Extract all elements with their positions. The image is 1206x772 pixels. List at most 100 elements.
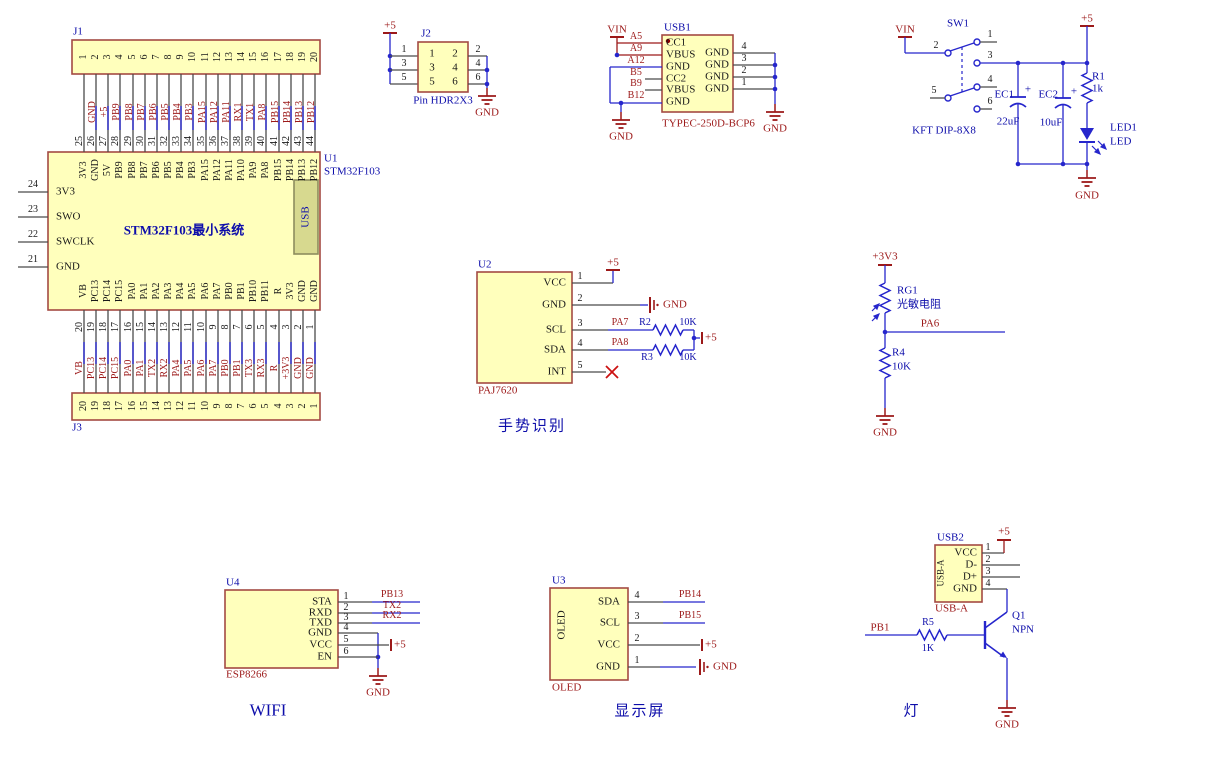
switch-contact[interactable] <box>973 38 981 46</box>
power-net-label: VIN <box>607 23 627 36</box>
ic-U3-OLED[interactable] <box>549 587 629 681</box>
u1-pin-number: 29 <box>123 136 134 146</box>
resistor-R5[interactable] <box>916 628 948 642</box>
part-U1: STM32F103 <box>324 165 381 178</box>
capacitor-EC1[interactable] <box>1009 102 1027 108</box>
u1-pin-number: 12 <box>171 322 182 332</box>
u1-pin-name: PB9 <box>114 161 125 179</box>
u1-pin-number: 1 <box>305 324 316 330</box>
gnd-label: GND <box>663 298 687 311</box>
refdes-RG1: RG1 <box>897 284 918 297</box>
resistor-R1[interactable] <box>1080 72 1094 104</box>
u1-pin-number: 13 <box>159 322 170 332</box>
gnd-bar-symbol <box>656 303 659 307</box>
capacitor-EC2[interactable] <box>1054 103 1072 109</box>
net-label: PA6 <box>196 359 207 377</box>
u1-pin-name: PA8 <box>260 161 271 179</box>
gnd-label: GND <box>873 426 897 439</box>
connector-USB1[interactable] <box>661 34 734 113</box>
j3-pin-number: 6 <box>248 403 259 409</box>
net-label: PB0 <box>220 359 231 377</box>
ic-U4-ESP8266[interactable] <box>224 589 339 669</box>
u1-pin-number: 35 <box>196 136 207 146</box>
net-label: GND <box>305 357 316 379</box>
transistor-Q1[interactable] <box>984 611 1008 629</box>
u1-pin-name: 3V3 <box>56 185 75 198</box>
net-label: TX1 <box>245 102 256 122</box>
j1-pin-number: 19 <box>297 52 308 62</box>
j2-pin-name: 4 <box>452 61 458 74</box>
u1-pin-name: PB0 <box>224 282 235 300</box>
refdes-J2: J2 <box>421 27 431 40</box>
connector-J1[interactable] <box>71 39 321 75</box>
refdes-EC1: EC1 <box>994 88 1014 101</box>
u1-pin-number: 30 <box>135 136 146 146</box>
net-label: PB12 <box>306 100 317 124</box>
u1-pin-name: PC13 <box>90 279 101 303</box>
caption-oled: 显示屏 <box>614 703 666 720</box>
pin-number: 3 <box>741 53 747 64</box>
u1-pin-name: 5V <box>102 163 113 177</box>
part-J2: Pin HDR2X3 <box>413 94 473 107</box>
u1-pin-number: 11 <box>183 322 194 332</box>
u1-pin-number: 39 <box>244 136 255 146</box>
j1-pin-number: 12 <box>212 52 223 62</box>
led-symbol[interactable] <box>1080 128 1094 140</box>
ic-U2-PAJ7620[interactable] <box>476 271 573 384</box>
net-label: PB14 <box>282 100 293 124</box>
connector-J3[interactable] <box>71 392 321 421</box>
u1-pin-number: 24 <box>28 179 38 190</box>
net-label: PB3 <box>184 103 195 121</box>
u3-pin-name: SDA <box>597 595 620 608</box>
refdes-USB2: USB2 <box>937 531 964 544</box>
connector-USB2[interactable] <box>934 544 983 603</box>
net-label: PA12 <box>209 101 220 123</box>
j1-pin-number: 10 <box>187 52 198 62</box>
power-net-label: +5 <box>384 19 396 32</box>
photoresistor-RG1[interactable] <box>878 282 892 314</box>
u1-pin-name: PC14 <box>102 279 113 303</box>
u3-pin-name: SCL <box>599 616 620 629</box>
pin-number: 3 <box>577 318 583 329</box>
connector-J2[interactable] <box>417 41 469 93</box>
u1-pin-number: 33 <box>171 136 182 146</box>
refdes-U4: U4 <box>226 576 240 589</box>
net-label: TX2 <box>382 600 402 611</box>
net-label: VB <box>74 361 85 375</box>
u1-pin-name: PB5 <box>163 161 174 179</box>
u1-pin-number: 19 <box>86 322 97 332</box>
ic-U1-STM32F103[interactable] <box>47 151 321 311</box>
part-U2: PAJ7620 <box>478 384 518 397</box>
caption-wifi: WIFI <box>249 700 287 720</box>
u1-pin-number: 44 <box>305 136 316 146</box>
switch-contact[interactable] <box>973 59 981 67</box>
no-connect-x[interactable] <box>605 365 619 379</box>
resistor-R2[interactable] <box>652 323 684 337</box>
u3-pin-name: VCC <box>597 638 620 651</box>
junction-dot <box>614 52 620 58</box>
switch-contact[interactable] <box>944 49 952 57</box>
net-label: PA8 <box>257 103 268 121</box>
u1-pin-name: SWCLK <box>56 235 95 248</box>
switch-contact[interactable] <box>973 105 981 113</box>
resistor-R3[interactable] <box>652 343 684 357</box>
j3-pin-number: 10 <box>200 401 211 411</box>
switch-contact[interactable] <box>973 83 981 91</box>
j3-pin-number: 19 <box>90 401 101 411</box>
net-label: RX3 <box>256 358 267 378</box>
value-EC1: 22uF <box>996 115 1020 128</box>
u1-pin-name: PA12 <box>212 159 223 181</box>
refdes-J3: J3 <box>72 421 82 434</box>
j3-pin-number: 5 <box>260 403 271 409</box>
chip-title: STM32F103最小系统 <box>123 222 245 238</box>
usb1-pin-name: VBUS <box>666 48 696 61</box>
pin-number: 5 <box>401 72 407 83</box>
refdes-R5: R5 <box>922 617 934 628</box>
usb1-pin-name: CC2 <box>666 72 687 85</box>
resistor-R4[interactable] <box>878 347 892 379</box>
pin-number: 1 <box>401 44 407 55</box>
u1-pin-number: 28 <box>110 136 121 146</box>
usb-tab[interactable] <box>293 179 319 255</box>
value-R1: 1k <box>1092 82 1103 95</box>
